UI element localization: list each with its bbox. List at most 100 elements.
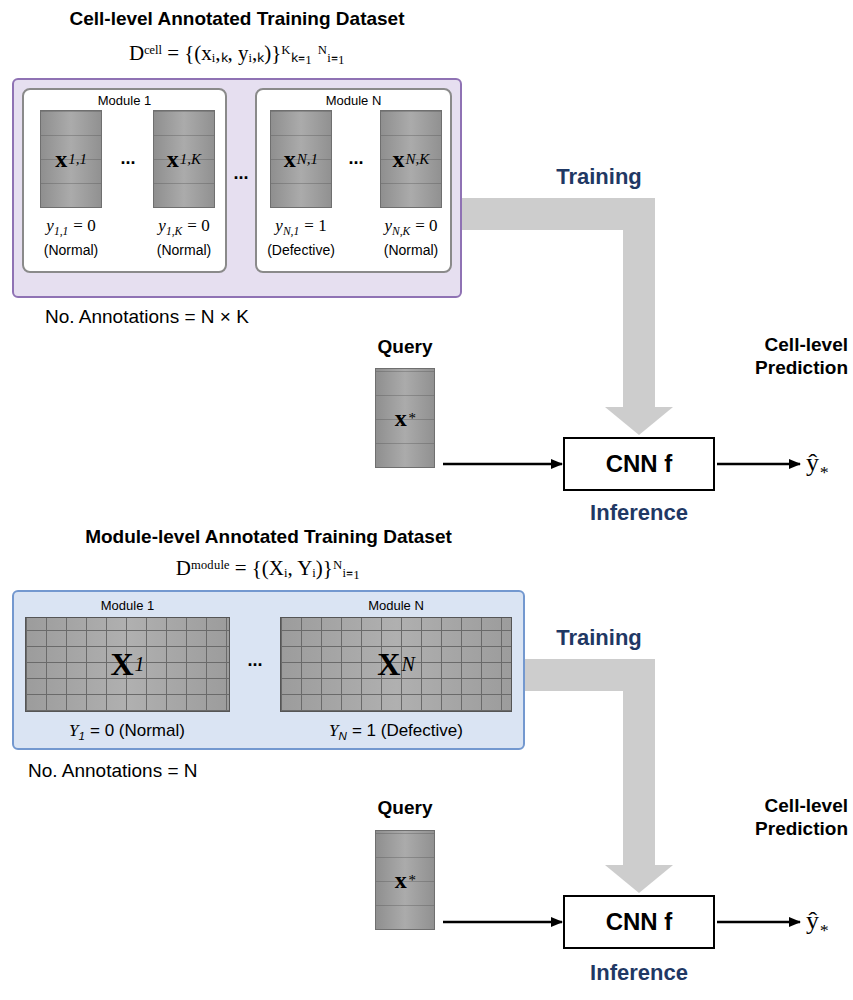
model-name: CNN f <box>606 908 673 936</box>
dataset-title: Module-level Annotated Training Dataset <box>14 526 523 548</box>
module-label: Module N <box>281 598 511 613</box>
module-label: Module N <box>257 93 450 108</box>
input-arrow <box>443 922 562 923</box>
arrow-band <box>525 675 639 865</box>
cell-status-group: (Normal) <box>157 242 211 258</box>
module-image: Module NXN <box>280 617 512 712</box>
cell-symbol: x <box>395 867 407 894</box>
training-arrow <box>525 675 673 893</box>
cell-label: = 0 <box>187 216 209 235</box>
prediction-label-group: Cell-level Prediction <box>726 795 848 841</box>
cell-symbol: x <box>284 146 296 173</box>
query-label-group: Query <box>378 797 433 820</box>
cell-symbol: x <box>395 405 407 432</box>
prediction-symbol-group: ŷ* <box>806 448 828 483</box>
annotation-count-group: No. Annotations = N × K <box>45 306 249 328</box>
dataset-formula: Dᶜᵉˡˡ = {(xᵢ,ₖ, yᵢ,ₖ)}ᴷₖ₌₁ ᴺᵢ₌₁ <box>129 41 345 65</box>
prediction-label-group: Cell-level Prediction <box>726 334 848 380</box>
cell-label: y <box>46 216 54 235</box>
cell-symbol: x <box>55 146 67 173</box>
ellipsis-group: ... <box>120 148 135 169</box>
cell-image: x1,1 <box>40 110 102 208</box>
cell-image: xN,1 <box>270 110 332 208</box>
module-label-value-group: YN= 1 (Defective) <box>329 721 463 742</box>
cell-status: (Defective) <box>267 242 335 258</box>
module-label: Module 1 <box>24 93 225 108</box>
arrow-line <box>443 463 562 466</box>
module-image: Module 1X1 <box>25 617 230 712</box>
ellipsis: ... <box>120 148 135 168</box>
ellipsis-group: ... <box>348 148 363 169</box>
ellipsis-group: ... <box>233 163 248 184</box>
arrow-line <box>443 921 562 924</box>
edge-label: Training <box>556 625 642 651</box>
prediction-symbol: ŷ <box>806 906 819 935</box>
module-symbol: X <box>377 646 400 683</box>
ellipsis: ... <box>348 148 363 168</box>
cell-label-group: y1,K= 0 <box>158 216 209 238</box>
dataset-formula-group: Dᵐᵒᵈᵘˡᵉ = {(Xᵢ, Yᵢ)}ᴺᵢ₌₁ <box>176 553 361 581</box>
cell-index: N,1 <box>297 151 318 168</box>
cell-status: (Normal) <box>44 242 98 258</box>
cell-index: * <box>408 410 416 427</box>
cell-image: x1,K <box>153 110 215 208</box>
module-label-value-group: Y1 = 0 (Normal) <box>69 721 185 742</box>
dataset-formula-group: Dᶜᵉˡˡ = {(xᵢ,ₖ, yᵢ,ₖ)}ᴷₖ₌₁ ᴺᵢ₌₁ <box>129 38 345 66</box>
model-name: CNN f <box>606 450 673 478</box>
cnn-box: CNN f <box>563 895 715 949</box>
query-cell-image: x* <box>375 830 435 930</box>
cell-status-group: (Defective) <box>267 242 335 258</box>
module-index: 1 <box>135 653 145 676</box>
query-label: Query <box>378 797 433 818</box>
cell-label-group: y1,1= 0 <box>46 216 95 238</box>
cell-label: y <box>384 216 392 235</box>
cell-label: = 1 <box>304 216 326 235</box>
query-cell-image: x* <box>375 368 435 468</box>
annotation-count: No. Annotations = N × K <box>45 306 249 327</box>
prediction-symbol-group: ŷ* <box>806 906 828 941</box>
input-arrow <box>443 464 562 465</box>
cell-index: 1,1 <box>68 151 87 168</box>
cell-symbol: x <box>167 146 179 173</box>
module-index: N <box>401 653 414 676</box>
output-arrow <box>717 921 800 924</box>
ellipsis: ... <box>247 650 262 670</box>
annotation-count-group: No. Annotations = N <box>28 760 198 782</box>
arrow-head <box>605 407 673 435</box>
module-symbol: X <box>110 646 133 683</box>
inference-label: Inference <box>590 960 688 985</box>
dataset-formula: Dᵐᵒᵈᵘˡᵉ = {(Xᵢ, Yᵢ)}ᴺᵢ₌₁ <box>176 556 361 580</box>
cell-index: 1,K <box>180 151 201 168</box>
output-arrow <box>717 463 800 466</box>
cell-status-group: (Normal) <box>384 242 438 258</box>
cell-label: N,K <box>392 225 410 238</box>
inference-label-group: Inference <box>590 500 688 526</box>
annotation-count: No. Annotations = N <box>28 760 198 781</box>
module-label-value: Y <box>329 721 338 740</box>
module-label-value: 1 <box>79 730 85 742</box>
cell-label: = 0 <box>73 216 95 235</box>
module-label-value: = 0 (Normal) <box>90 721 185 740</box>
cell-label-group: yN,1= 1 <box>275 216 326 238</box>
cell-image: xN,K <box>380 110 442 208</box>
cell-label: 1,K <box>166 225 182 238</box>
cell-status-group: (Normal) <box>44 242 98 258</box>
training-arrow <box>462 214 673 435</box>
cell-label: N,1 <box>283 225 299 238</box>
prediction-symbol: ŷ <box>806 448 819 477</box>
cnn-box: CNN f <box>563 437 715 491</box>
ellipsis-group: ... <box>247 650 262 671</box>
cell-label-group: yN,K= 0 <box>384 216 437 238</box>
query-label: Query <box>378 336 433 357</box>
cell-status: (Normal) <box>384 242 438 258</box>
prediction-label: Cell-level Prediction <box>755 795 848 839</box>
module-label-value: = 1 (Defective) <box>352 721 463 740</box>
prediction-symbol: * <box>819 462 828 482</box>
module-label: Module 1 <box>26 598 229 613</box>
arrow-band <box>462 214 639 407</box>
module-label-value: Y <box>69 721 78 740</box>
arrow-head <box>605 865 673 893</box>
inference-label: Inference <box>590 500 688 525</box>
cell-index: * <box>408 872 416 889</box>
cell-index: N,K <box>406 151 430 168</box>
